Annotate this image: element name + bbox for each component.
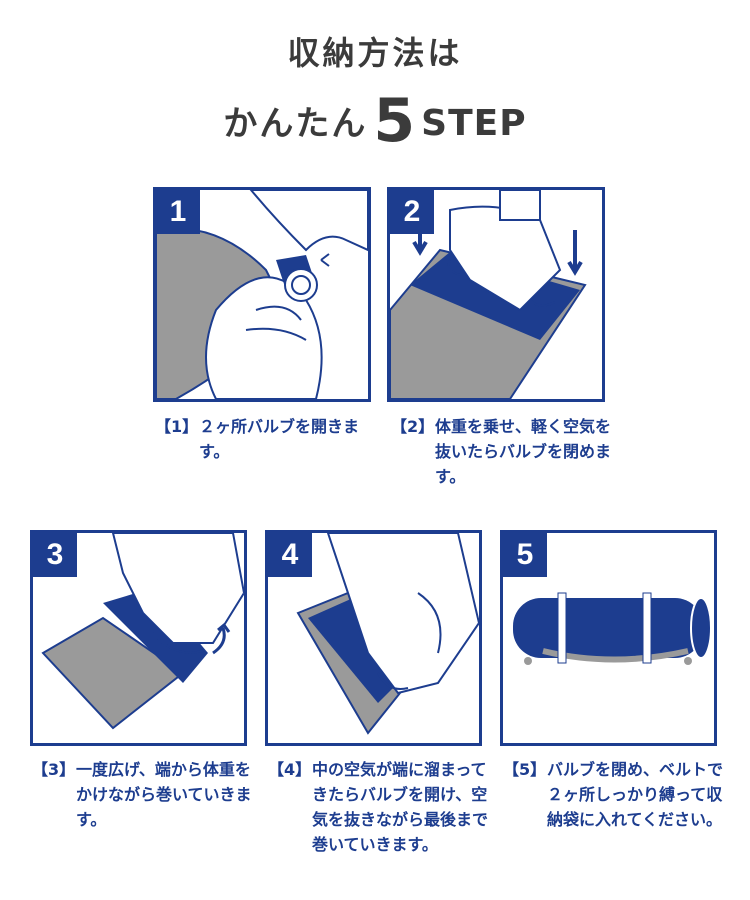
- step-5-drawing: [513, 592, 712, 665]
- step-4-illustration: 4: [265, 530, 482, 746]
- step-2-illustration: 2: [387, 187, 605, 402]
- step-4-drawing: [296, 533, 479, 735]
- step-3-label: 【3】: [32, 760, 76, 779]
- step-3-text: 一度広げ、端から体重をかけながら巻いていきます。: [76, 760, 252, 829]
- step-5-text: バルブを閉め、ベルトで２ヶ所しっかり縛って収納袋に入れてください。: [547, 760, 724, 829]
- step-5-illustration: 5: [500, 530, 717, 746]
- step-4-text: 中の空気が端に溜まってきたらバルブを開け、空気を抜きながら最後まで巻いていきます…: [312, 760, 489, 854]
- step-5-badge: 5: [503, 533, 547, 577]
- step-3-badge: 3: [33, 533, 77, 577]
- step-4-badge: 4: [268, 533, 312, 577]
- page-title: 収納方法は: [287, 34, 463, 72]
- step-1-text: ２ヶ所バルブを開きます。: [199, 417, 360, 461]
- subtitle-number: 5: [373, 86, 418, 156]
- step-2-drawing: [390, 190, 587, 399]
- subtitle-prefix: かんたん: [223, 104, 368, 144]
- step-2-text: 体重を乗せ、軽く空気を抜いたらバルブを閉めます。: [435, 417, 612, 486]
- step-4-label: 【4】: [268, 760, 312, 779]
- step-2-label: 【2】: [391, 417, 435, 436]
- step-1-badge: 1: [156, 190, 200, 234]
- step-1-label: 【1】: [155, 417, 199, 436]
- subtitle-step: STEP: [421, 103, 527, 144]
- step-1-drawing: [156, 190, 368, 399]
- step-1-illustration: 1: [153, 187, 371, 402]
- step-5-label: 【5】: [503, 760, 547, 779]
- step-2-badge: 2: [390, 190, 434, 234]
- step-3-drawing: [41, 533, 244, 730]
- step-3-illustration: 3: [30, 530, 247, 746]
